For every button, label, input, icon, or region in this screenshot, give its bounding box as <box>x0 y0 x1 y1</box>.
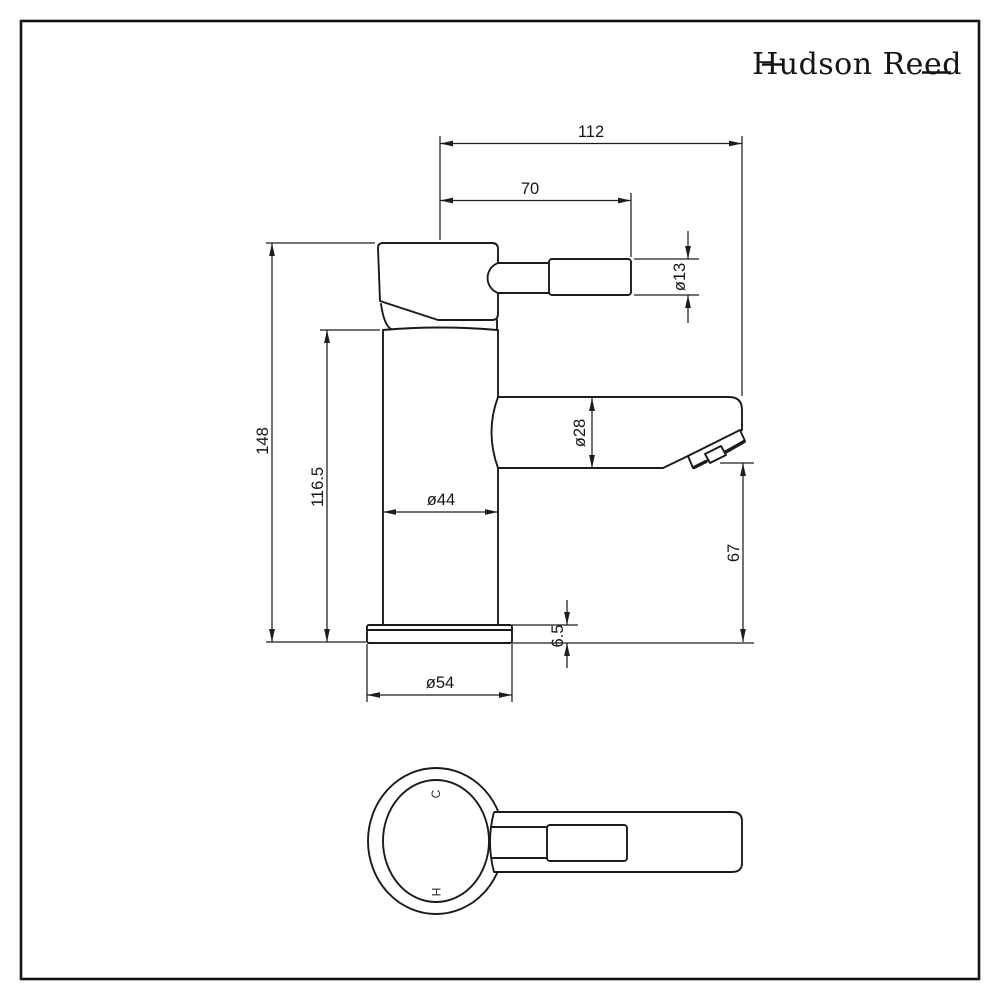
neck-curve <box>380 303 392 330</box>
lever-head <box>377 242 499 321</box>
handle-plan <box>491 824 628 862</box>
dim-body-height: 116.5 <box>309 329 380 642</box>
cold-indicator: C <box>429 789 443 798</box>
dim-label-o28: ø28 <box>571 419 589 447</box>
dim-label-o13: ø13 <box>671 263 689 291</box>
dim-body-diameter: ø44 <box>383 491 498 515</box>
body-circle <box>382 779 490 903</box>
dim-label-o54: ø54 <box>426 674 454 692</box>
aerator <box>687 429 746 470</box>
grip-plan <box>546 824 628 862</box>
hudson-reed-logo: Hudson Reed <box>752 47 962 82</box>
dim-base-thickness: 6.5 <box>512 600 578 668</box>
dim-label-112: 112 <box>578 123 604 141</box>
lever-rod <box>497 262 551 294</box>
dim-spout-height: 67 <box>512 462 754 644</box>
dim-base-diameter: ø54 <box>366 644 513 702</box>
side-view <box>366 242 746 644</box>
dim-label-116-5: 116.5 <box>309 467 327 507</box>
base-flange <box>366 624 513 644</box>
dim-label-6-5: 6.5 <box>549 625 567 648</box>
sheet-border <box>19 19 981 981</box>
dim-handle-reach: 70 <box>440 180 632 257</box>
top-view: C H <box>367 767 743 915</box>
dimensions: 112 70 ø13 148 116.5 <box>254 123 754 702</box>
dim-label-70: 70 <box>521 180 539 198</box>
lever-grip <box>548 258 632 296</box>
hot-indicator: H <box>429 888 443 897</box>
logo-text: Hudson Reed <box>752 47 962 82</box>
dim-label-o44: ø44 <box>427 491 455 509</box>
dim-spout-diameter: ø28 <box>571 398 595 468</box>
dim-handle-diameter: ø13 <box>634 231 699 323</box>
dim-label-67: 67 <box>725 544 743 562</box>
dim-overall-height: 148 <box>254 242 375 643</box>
dim-spout-reach-total: 112 <box>439 123 743 396</box>
dim-label-148: 148 <box>254 427 272 455</box>
tap-body <box>382 319 499 626</box>
aerator-nozzle <box>704 445 727 464</box>
